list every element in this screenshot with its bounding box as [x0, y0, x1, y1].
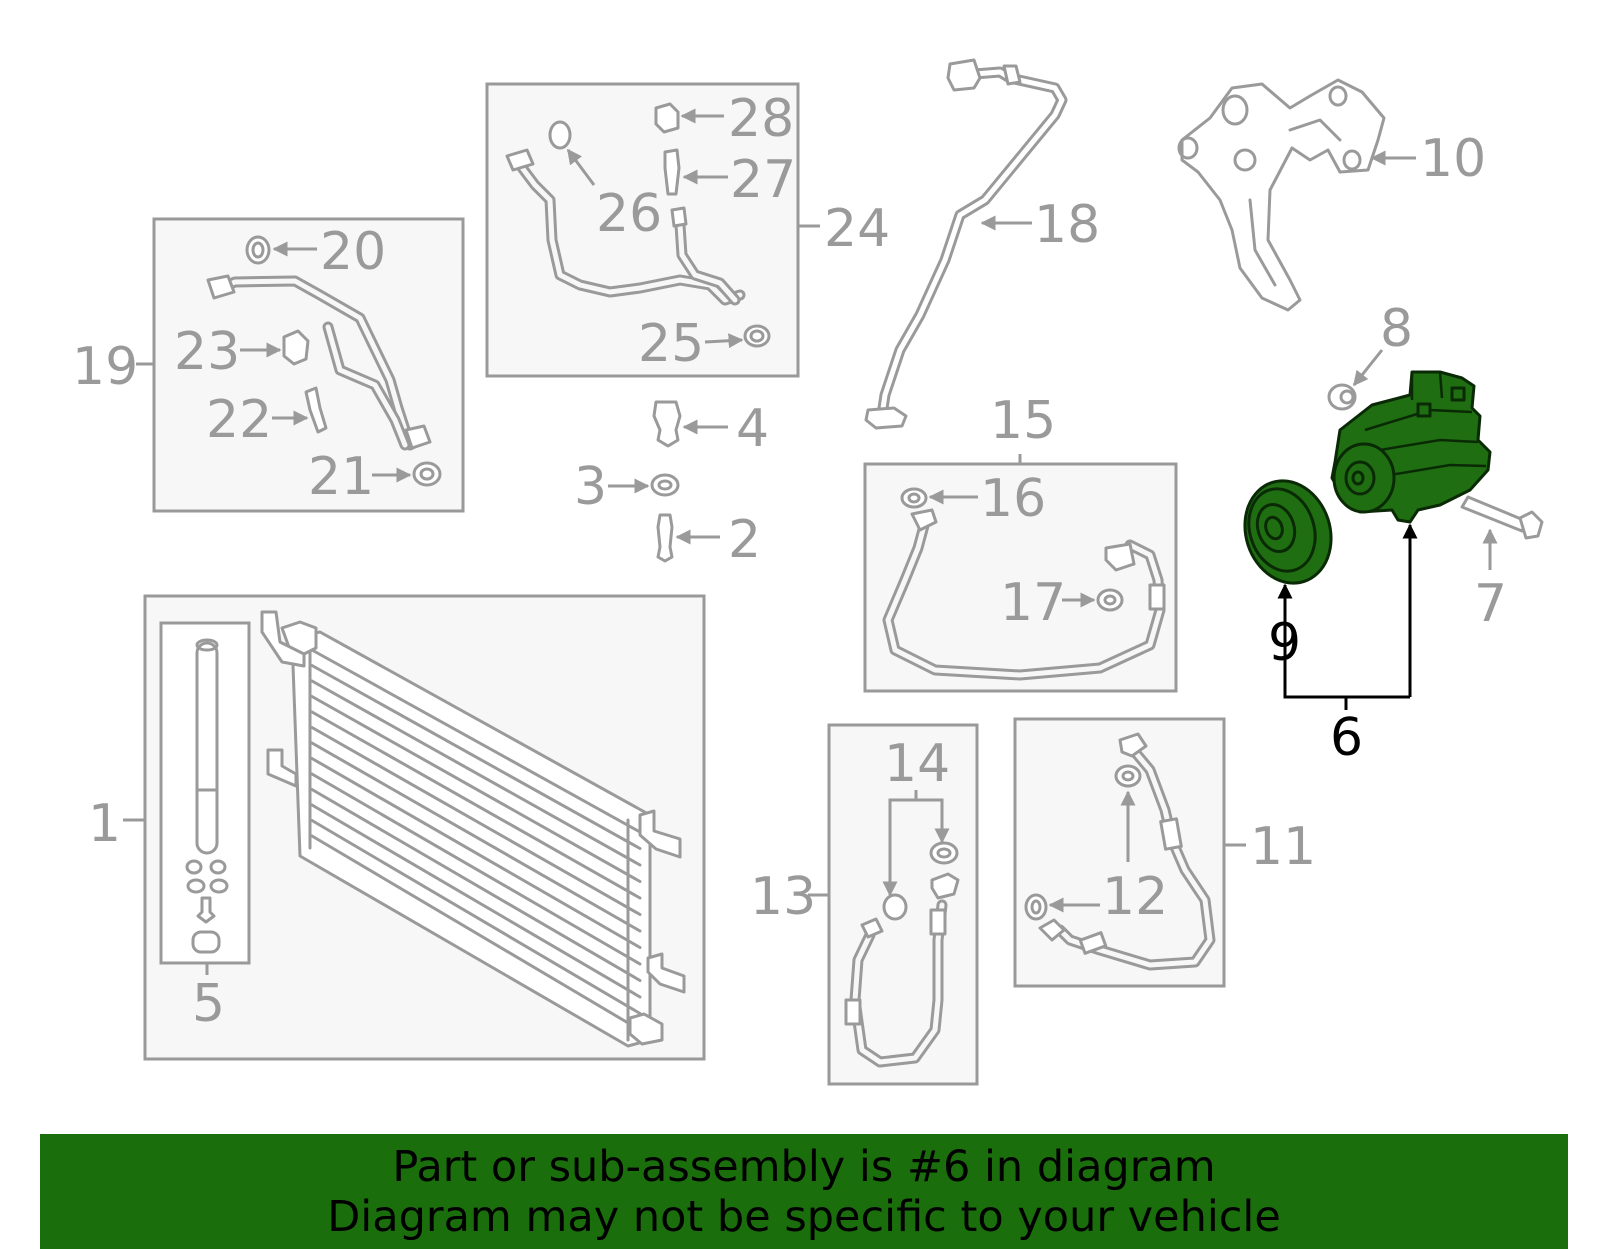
condenser-fin — [310, 648, 642, 834]
callout-labels: 1 2 3 4 5 6 7 8 9 10 11 12 13 14 15 16 1… — [72, 89, 1507, 1034]
label-13: 13 — [750, 867, 816, 927]
part-3-oring[interactable] — [608, 473, 680, 497]
part-9-clutch-pulley[interactable] — [1232, 470, 1344, 595]
label-11: 11 — [1250, 817, 1316, 877]
banner-line-2: Diagram may not be specific to your vehi… — [327, 1191, 1281, 1242]
label-12: 12 — [1102, 867, 1168, 927]
part-26-oring[interactable] — [548, 120, 596, 186]
condenser-fin — [310, 834, 642, 1032]
banner-line-1: Part or sub-assembly is #6 in diagram — [392, 1141, 1216, 1192]
label-8: 8 — [1380, 299, 1413, 359]
label-24: 24 — [824, 199, 890, 259]
label-17: 17 — [1000, 573, 1066, 633]
label-15: 15 — [990, 391, 1056, 451]
condenser-fin — [310, 788, 642, 982]
part-7-bolt[interactable] — [1460, 495, 1544, 570]
label-18: 18 — [1034, 195, 1100, 255]
part-8-bushing[interactable] — [1327, 349, 1384, 411]
label-3: 3 — [574, 457, 607, 517]
part-4-switch[interactable] — [652, 400, 728, 448]
part-21-oring[interactable] — [372, 461, 442, 487]
part-6-leader — [1277, 523, 1418, 710]
part-27-valve[interactable] — [663, 148, 728, 196]
part-18-line[interactable] — [864, 58, 1068, 430]
label-9: 9 — [1268, 613, 1301, 673]
part-6-compressor[interactable] — [1330, 370, 1492, 524]
group-19-box — [152, 217, 465, 513]
condenser-fin — [310, 664, 642, 850]
condenser-fin — [310, 741, 642, 933]
part-17-oring[interactable] — [1062, 588, 1124, 612]
label-16: 16 — [980, 469, 1046, 529]
part-25-oring[interactable] — [704, 324, 771, 349]
part-20-oring[interactable] — [245, 235, 317, 265]
part-14-orings[interactable] — [882, 790, 959, 921]
label-2: 2 — [728, 510, 761, 570]
condenser-fin — [310, 695, 642, 883]
label-28: 28 — [728, 89, 794, 149]
label-22: 22 — [206, 390, 272, 450]
label-21: 21 — [308, 447, 374, 507]
label-1: 1 — [88, 794, 121, 854]
label-7: 7 — [1474, 574, 1507, 634]
group-24-box — [485, 82, 800, 378]
condenser-fin — [310, 679, 642, 867]
label-19: 19 — [72, 337, 138, 397]
condenser-fin — [310, 803, 642, 999]
label-5: 5 — [192, 974, 225, 1034]
condenser-fin — [310, 710, 642, 900]
label-20: 20 — [320, 222, 386, 282]
part-5-dryer[interactable] — [159, 621, 251, 975]
condenser-fin — [310, 772, 642, 966]
info-banner: Part or sub-assembly is #6 in diagram Di… — [40, 1134, 1568, 1249]
label-4: 4 — [736, 399, 769, 459]
label-23: 23 — [174, 322, 240, 382]
part-16-oring[interactable] — [900, 487, 978, 509]
part-1-condenser[interactable] — [260, 610, 686, 1048]
condenser-fin — [310, 757, 642, 949]
condenser-fin — [310, 726, 642, 916]
label-14: 14 — [884, 734, 950, 794]
group-11-box — [1013, 717, 1246, 988]
part-22-valve[interactable] — [272, 386, 328, 434]
label-25: 25 — [638, 314, 704, 374]
part-28-cap[interactable] — [654, 102, 724, 134]
label-6: 6 — [1330, 708, 1363, 768]
label-10: 10 — [1420, 129, 1486, 189]
condenser-fin — [310, 819, 642, 1015]
label-27: 27 — [730, 150, 796, 210]
part-12-orings[interactable] — [1024, 764, 1142, 921]
label-26: 26 — [596, 184, 662, 244]
part-2-valve[interactable] — [656, 513, 720, 563]
part-10-bracket[interactable] — [1177, 78, 1416, 312]
part-23-cap[interactable] — [240, 329, 310, 366]
